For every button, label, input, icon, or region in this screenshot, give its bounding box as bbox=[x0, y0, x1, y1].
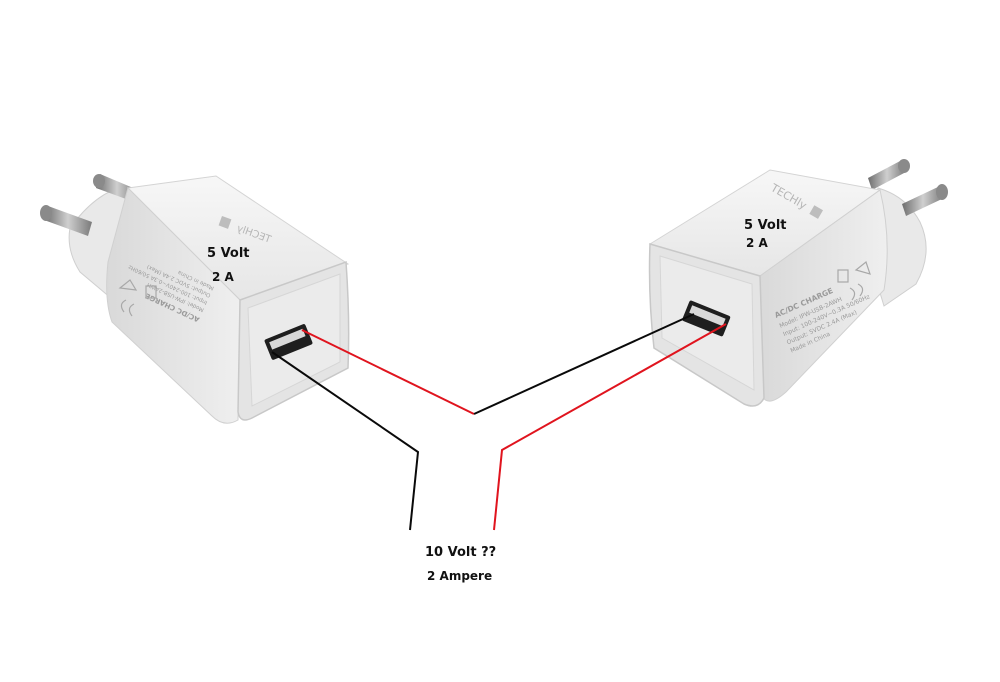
right-charger: TECHly AC/DC CHARGE Model: IPW-USB-2AWH … bbox=[648, 159, 948, 407]
right-cert-icons bbox=[837, 260, 871, 301]
left-body-side bbox=[106, 187, 241, 424]
left-current-label: 2 A bbox=[212, 270, 234, 284]
right-voltage-label: 5 Volt bbox=[744, 218, 787, 233]
wire-black-left-down bbox=[271, 351, 420, 531]
wire-red-left-to-center bbox=[301, 329, 475, 415]
left-charger: TECHly AC/DC CHARGE Model: IPW-USB-2AWH … bbox=[40, 174, 350, 424]
wires bbox=[271, 313, 727, 531]
left-usb-port bbox=[264, 324, 313, 360]
right-body-side bbox=[759, 189, 888, 402]
combined-current-label: 2 Ampere bbox=[427, 569, 493, 583]
left-cert-icons bbox=[118, 279, 157, 317]
wire-black-center-to-right bbox=[473, 313, 695, 415]
combined-voltage-label: 10 Volt ?? bbox=[425, 545, 497, 560]
right-plug-pins bbox=[868, 159, 948, 216]
wire-red-right-down bbox=[493, 323, 727, 531]
right-current-label: 2 A bbox=[746, 236, 768, 250]
left-voltage-label: 5 Volt bbox=[207, 246, 250, 261]
